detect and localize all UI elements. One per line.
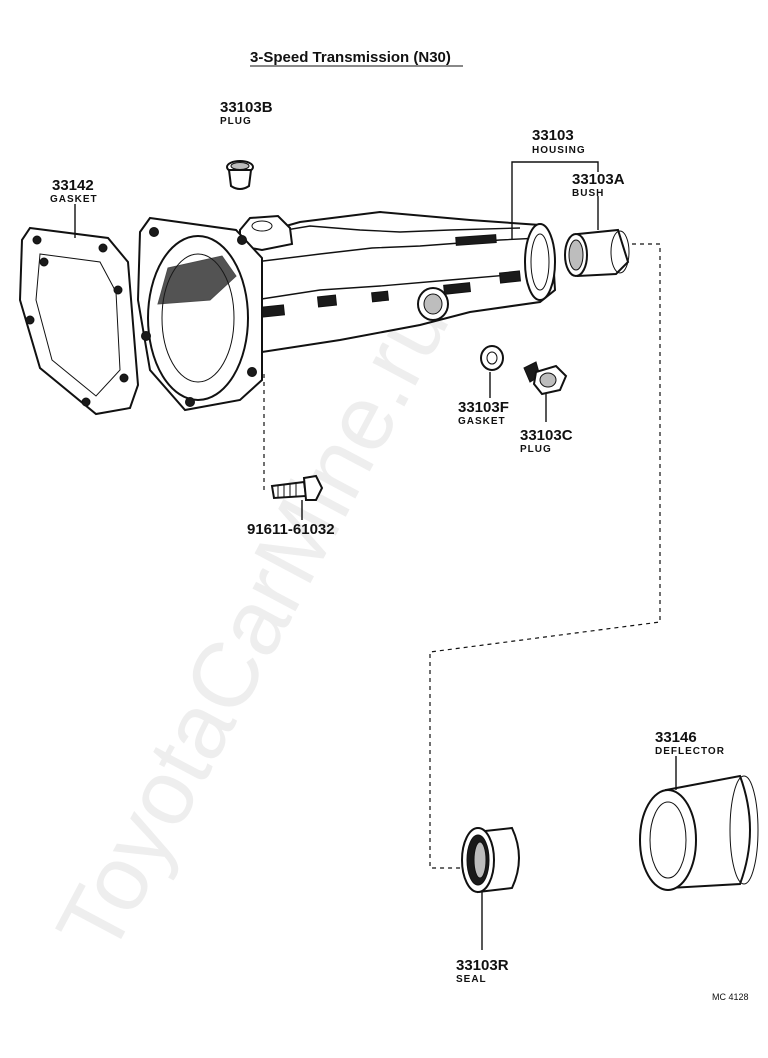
seal-33103r-part[interactable] — [461, 826, 520, 894]
bolt-91611-part[interactable] — [270, 474, 324, 501]
deflector-33146-part[interactable] — [639, 774, 759, 891]
plug-33103b-number: 33103B — [220, 99, 273, 116]
housing-33103-part[interactable] — [136, 210, 557, 412]
gasket-33142-number: 33142 — [52, 177, 94, 194]
gasket-33103f-number: 33103F — [458, 399, 509, 416]
bush-33103a-name: BUSH — [572, 188, 604, 199]
plug-33103c-name: PLUG — [520, 444, 552, 455]
seal-33103r-number: 33103R — [456, 957, 509, 974]
gasket-33103f-part[interactable] — [480, 345, 504, 371]
plug-33103c-part[interactable] — [523, 361, 568, 396]
bush-33103a-number: 33103A — [572, 171, 625, 188]
gasket-33103f-name: GASKET — [458, 416, 506, 427]
gasket-33142-part[interactable] — [18, 226, 140, 416]
housing-33103-name: HOUSING — [532, 145, 586, 156]
plug-33103c-number: 33103C — [520, 427, 573, 444]
deflector-33146-number: 33146 — [655, 729, 697, 746]
bolt-91611-number: 91611-61032 — [247, 521, 335, 538]
housing-33103-leader — [511, 161, 599, 240]
title-text: 3-Speed Transmission (N30) — [250, 49, 451, 66]
plug-33103b-name: PLUG — [220, 116, 252, 127]
plug-33103b-part[interactable] — [226, 160, 254, 190]
gasket-33142-name: GASKET — [50, 194, 98, 205]
bush-33103a-part[interactable] — [564, 228, 630, 278]
assembly-dashed-line — [429, 243, 661, 869]
housing-33103-number: 33103 — [532, 127, 574, 144]
deflector-33146-name: DEFLECTOR — [655, 746, 725, 757]
diagram-title: 3-Speed Transmission (N30) — [250, 49, 463, 67]
seal-33103r-name: SEAL — [456, 974, 487, 985]
diagram-code: MC 4128 — [712, 992, 749, 1002]
